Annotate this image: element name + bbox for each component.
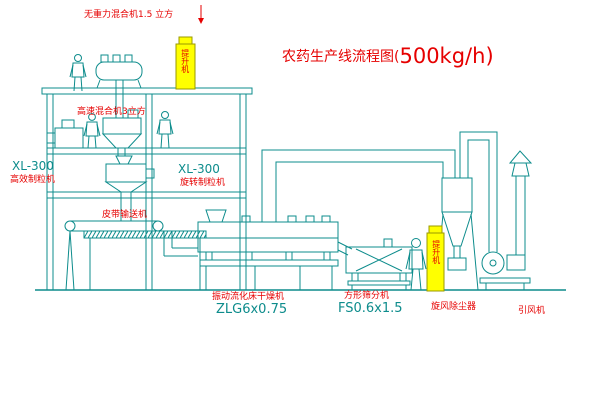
label-gravity-mixer: 无重力混合机1.5 立方 (84, 10, 174, 20)
feed-chute (163, 231, 198, 257)
cyclone-outlet-duct (459, 131, 498, 252)
exhaust-duct (261, 149, 456, 222)
label-dryer-name: 振动流化床干燥机 (212, 292, 285, 302)
belt-conveyor (64, 220, 164, 291)
title-close-paren: ) (485, 44, 494, 68)
person-roof (69, 54, 87, 92)
label-granulator-left-model: XL-300 (12, 159, 54, 173)
induced-draft-fan (479, 251, 531, 290)
fluid-bed-dryer (197, 209, 353, 290)
label-elevator-top: 提升机 (180, 49, 190, 73)
label-fan: 引风机 (518, 306, 546, 316)
person-ground-right (405, 238, 427, 291)
granulator-high-efficiency (46, 119, 84, 149)
diagram-title: 农药生产线流程图( 500kg/h ) (282, 44, 494, 68)
label-elevator-right: 提升机 (431, 240, 441, 264)
granulator-rotary (104, 155, 155, 221)
label-high-speed-mixer: 高速混合机3立方 (77, 107, 146, 117)
exhaust-stack (508, 150, 533, 256)
label-granulator-right-name: 旋转制粒机 (180, 178, 226, 188)
label-dryer-model: ZLG6x0.75 (216, 302, 288, 317)
gravity-mixer (95, 54, 143, 118)
title-text: 农药生产线流程图( (282, 49, 400, 65)
label-granulator-left-name: 高效制粒机 (10, 175, 56, 185)
label-cyclone: 旋风除尘器 (431, 302, 477, 312)
hatched-platform (83, 230, 207, 239)
bucket-elevator-top (175, 36, 196, 90)
high-speed-mixer (101, 109, 143, 156)
title-capacity: 500kg/h (399, 44, 486, 68)
square-sieve (345, 238, 413, 290)
bucket-elevator-right (426, 225, 445, 292)
label-belt-conveyor: 皮带输送机 (102, 210, 148, 220)
person-floor2-left (83, 113, 101, 149)
leader-arrow (198, 5, 204, 24)
label-sieve-name: 方形筛分机 (344, 291, 390, 301)
person-floor2-right (156, 111, 174, 149)
label-sieve-model: FS0.6x1.5 (338, 301, 403, 316)
label-granulator-right-model: XL-300 (178, 162, 220, 176)
